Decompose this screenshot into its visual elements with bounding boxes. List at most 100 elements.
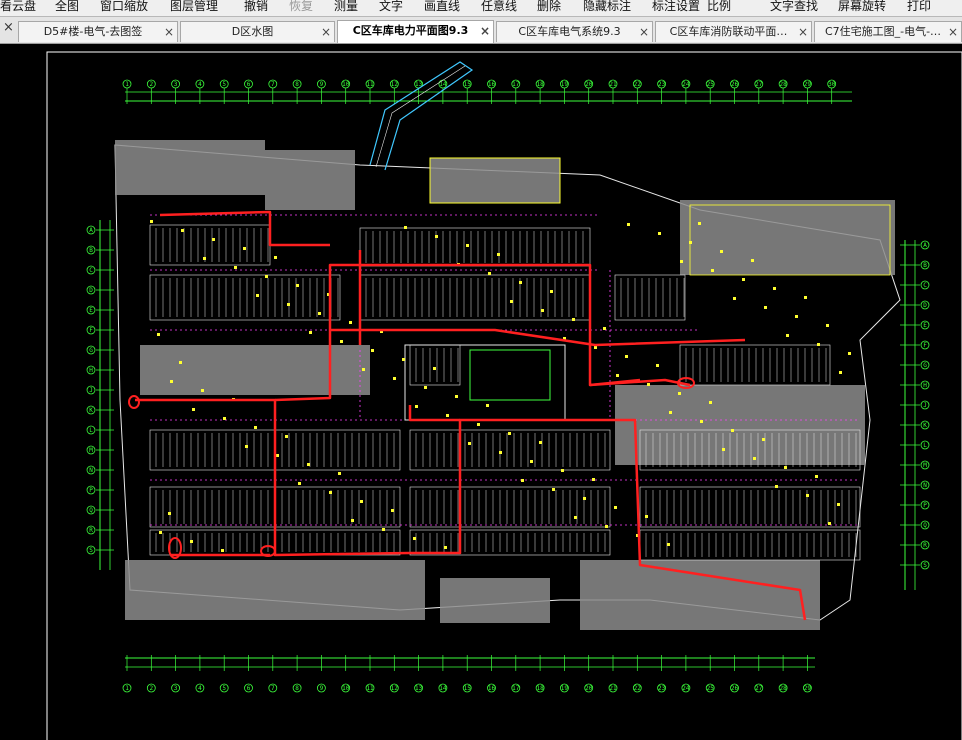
light-fixture (360, 500, 363, 503)
light-fixture (179, 361, 182, 364)
ramp (369, 61, 474, 171)
close-tab-icon[interactable]: × (947, 25, 958, 39)
light-fixture (700, 420, 703, 423)
grid-bubble (920, 560, 930, 570)
light-fixture (753, 457, 756, 460)
toolbar-button-0[interactable]: 看云盘 (0, 0, 37, 13)
grid-bubble (920, 420, 930, 430)
grid-label-top: 28 (779, 81, 787, 88)
toolbar-button-14[interactable]: 文字查找 (770, 0, 819, 13)
light-fixture (468, 442, 471, 445)
toolbar-button-3[interactable]: 图层管理 (170, 0, 219, 13)
light-fixture (245, 445, 248, 448)
light-fixture (698, 222, 701, 225)
toolbar-button-9[interactable]: 任意线 (481, 0, 518, 13)
toolbar-button-5[interactable]: 恢复 (289, 0, 314, 13)
parking-row (639, 486, 861, 528)
grid-bubble (560, 683, 569, 693)
grid-bubble (389, 683, 399, 693)
grid-label-bottom: 12 (391, 685, 399, 692)
grid-bubble (681, 79, 691, 89)
grid-bubble (86, 445, 96, 455)
grid-bubble (920, 300, 930, 310)
grid-label-bottom: 25 (707, 685, 715, 692)
light-fixture (415, 405, 418, 408)
light-fixture (669, 411, 672, 414)
close-tab-icon[interactable]: × (163, 25, 174, 39)
grid-bubble (608, 683, 618, 693)
grid-label-bottom: 8 (295, 685, 299, 692)
close-tab-icon[interactable]: × (320, 25, 331, 39)
close-tab-icon[interactable]: × (479, 24, 490, 38)
grid-bubble (86, 285, 96, 295)
grid-label-top: 10 (342, 81, 350, 88)
toolbar-button-16[interactable]: 打印 (907, 0, 932, 13)
light-fixture (689, 241, 692, 244)
light-fixture (550, 290, 553, 293)
document-tab[interactable]: C区车库电气系统9.3× (496, 21, 653, 42)
parking-row (639, 529, 861, 561)
grid-bubble (86, 425, 96, 435)
document-tab[interactable]: C区车库电力平面图9.3× (337, 20, 494, 43)
grid-bubble (632, 79, 642, 89)
grid-label-left: H (89, 367, 93, 374)
light-fixture (828, 522, 831, 525)
grid-label-bottom: 5 (222, 685, 226, 692)
close-all-tabs-icon[interactable]: × (3, 20, 14, 35)
document-tab[interactable]: D区水图× (180, 21, 335, 42)
grid-label-bottom: 10 (342, 685, 350, 692)
residential-block (440, 578, 550, 623)
document-tab[interactable]: D5#楼-电气-去图签× (18, 21, 178, 42)
document-tab[interactable]: C7住宅施工图_-电气-…× (814, 21, 962, 42)
toolbar-button-1[interactable]: 全图 (55, 0, 80, 13)
grid-label-bottom: 21 (609, 685, 617, 692)
grid-bubble (681, 683, 691, 693)
grid-label-left: B (89, 247, 93, 254)
main-toolbar: 看云盘 全图 窗口缩放 图层管理 撤销 恢复 测量 文字 画直线 任意线 删除 隐藏标注 标注设置比例 文… (0, 0, 962, 17)
toolbar-button-8[interactable]: 画直线 (424, 0, 461, 13)
light-fixture (362, 368, 365, 371)
light-fixture (762, 438, 765, 441)
grid-bubble (657, 683, 666, 693)
grid-label-left: R (89, 527, 93, 534)
grid-label-bottom: 28 (779, 685, 787, 692)
close-tab-icon[interactable]: × (797, 25, 808, 39)
grid-bubble (414, 683, 424, 693)
grid-label-top: 11 (366, 81, 374, 88)
toolbar-button-4[interactable]: 撤销 (244, 0, 269, 13)
toolbar-button-10[interactable]: 删除 (537, 0, 562, 13)
stair-core (429, 157, 561, 204)
grid-bubble (171, 79, 181, 89)
grid-bubble (268, 683, 278, 693)
toolbar-button-6[interactable]: 测量 (334, 0, 359, 13)
toolbar-button-7[interactable]: 文字 (379, 0, 404, 13)
document-tab[interactable]: C区车库消防联动平面…× (655, 21, 812, 42)
power-cable-route (408, 405, 460, 422)
grid-label-right: S (923, 562, 927, 569)
grid-label-top: 21 (609, 81, 617, 88)
light-fixture (839, 371, 842, 374)
toolbar-button-11[interactable]: 隐藏标注 (583, 0, 632, 13)
power-cable-route (677, 377, 695, 389)
grid-label-top: 18 (536, 81, 544, 88)
close-tab-icon[interactable]: × (638, 25, 649, 39)
drawing-frame (46, 51, 962, 740)
grid-bubble (86, 485, 96, 495)
toolbar-button-15[interactable]: 屏幕旋转 (838, 0, 887, 13)
grid-label-right: K (923, 422, 927, 429)
grid-label-left: C (89, 267, 93, 274)
grid-bubble (219, 79, 229, 89)
grid-bubble (86, 225, 96, 235)
toolbar-button-12[interactable]: 标注设置 (652, 0, 701, 13)
light-fixture (775, 485, 778, 488)
grid-bubble (920, 460, 930, 470)
grid-bubble (584, 79, 594, 89)
toolbar-button-2[interactable]: 窗口缩放 (100, 0, 149, 13)
light-fixture (711, 269, 714, 272)
grid-label-right: A (923, 242, 927, 249)
grid-bubble (292, 683, 302, 693)
toolbar-button-13[interactable]: 比例 (707, 0, 732, 13)
grid-bubble (86, 405, 96, 415)
grid-bubble (195, 79, 205, 89)
